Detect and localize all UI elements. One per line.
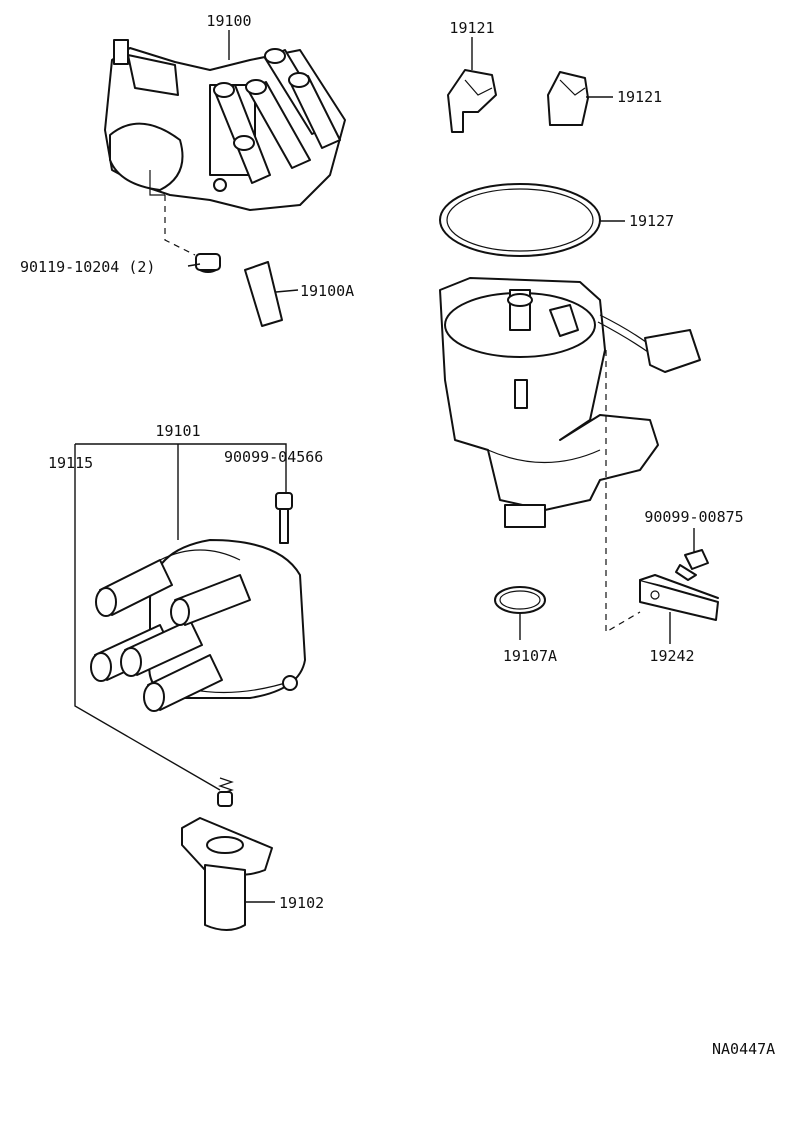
label-19121-top: 19121	[449, 19, 494, 37]
label-19121-right: 19121	[617, 88, 662, 106]
label-19102: 19102	[279, 894, 324, 912]
screw-90099-04566-drawing	[275, 492, 293, 544]
label-90099-00875: 90099-00875	[644, 508, 743, 526]
distributor-cap-drawing	[90, 539, 306, 712]
leader-lines	[74, 30, 695, 903]
label-90119-10204: 90119-10204 (2)	[20, 258, 155, 276]
igniter-19121-right-drawing	[547, 71, 589, 126]
label-19101: 19101	[155, 422, 200, 440]
bolt-90119-drawing	[195, 253, 221, 273]
label-19100A: 19100A	[300, 282, 354, 300]
distributor-assembly-drawing	[104, 39, 346, 211]
label-90099-04566: 90099-04566	[224, 448, 323, 466]
label-19107A: 19107A	[503, 647, 557, 665]
screw-90099-00875-drawing	[675, 549, 709, 581]
bracket-19242-drawing	[639, 574, 719, 621]
o-ring-19127-drawing	[439, 183, 601, 257]
label-19100: 19100	[206, 12, 251, 30]
igniter-19121-left-drawing	[447, 69, 497, 133]
o-ring-19107A-drawing	[494, 586, 546, 614]
label-19242: 19242	[649, 647, 694, 665]
gasket-19100A-drawing	[244, 261, 283, 327]
label-19115: 19115	[48, 454, 93, 472]
distributor-housing-drawing	[439, 277, 701, 528]
rotor-19102-drawing	[181, 817, 273, 931]
diagram-code: NA0447A	[712, 1040, 775, 1058]
spring-19115-drawing	[217, 777, 234, 807]
label-19127: 19127	[629, 212, 674, 230]
